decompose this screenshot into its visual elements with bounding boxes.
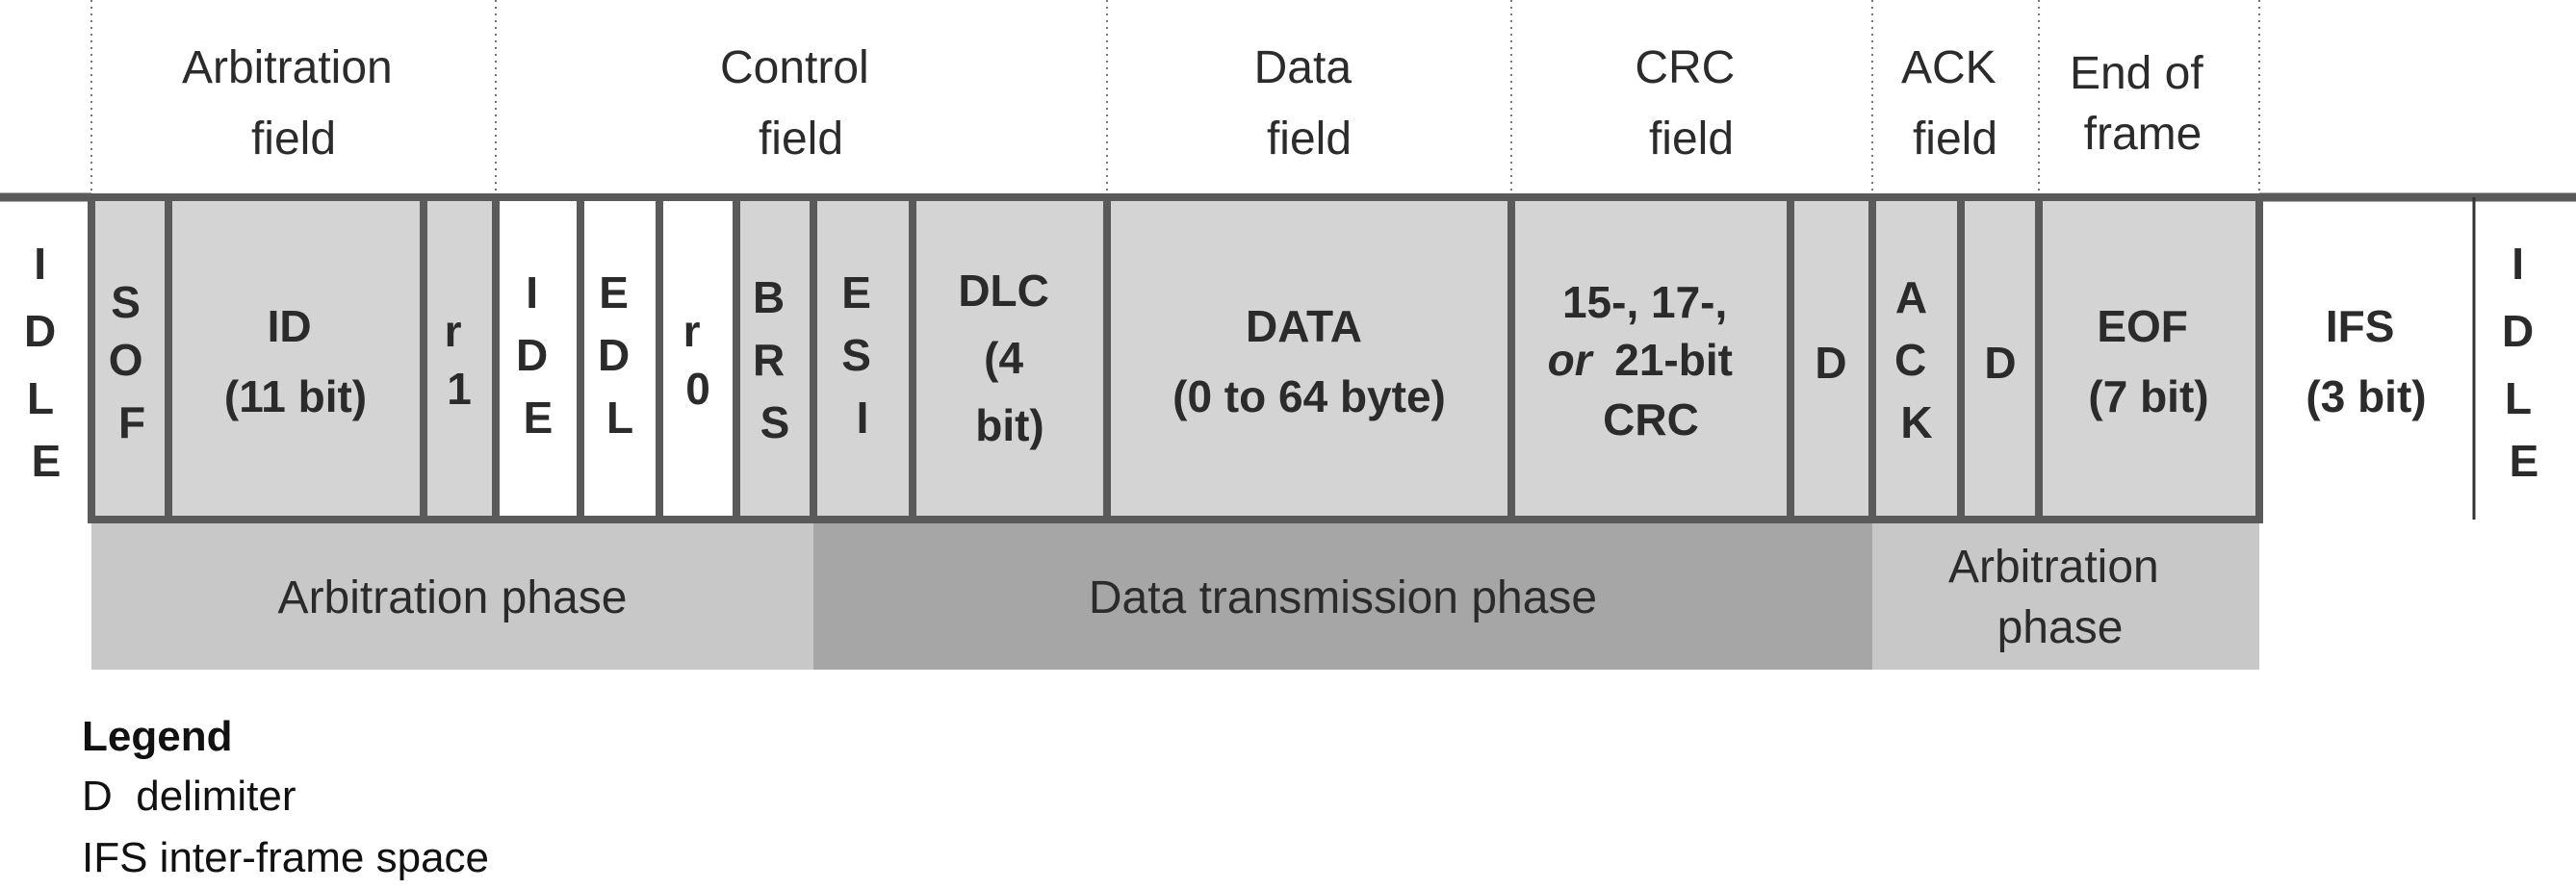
arbitration-phase-band-2: [1872, 523, 2259, 670]
data-label: DATA (0 to 64 byte): [1172, 301, 1446, 421]
arbitration-phase-label-1: Arbitration phase: [278, 572, 628, 623]
ide-label: I D E: [516, 267, 560, 443]
eof-field-header: End of frame: [2070, 48, 2216, 160]
arbitration-phase-label-2: Arbitration phase: [1948, 542, 2172, 653]
legend-item-delimiter: D delimiter: [82, 773, 296, 820]
ide-cell: [492, 193, 584, 523]
arbitration-phase-band-1: [91, 523, 813, 670]
r1-cell: [420, 193, 500, 523]
frame-cells: [88, 193, 2263, 523]
arbitration-field-header: Arbitration field: [182, 42, 405, 165]
legend-title: Legend: [82, 713, 232, 760]
crc-label: 15-, 17-, or 21-bit CRC: [1548, 277, 1745, 444]
ack-label: A C K: [1894, 272, 1939, 447]
ifs-label: IFS (3 bit): [2306, 301, 2426, 421]
idle-left-label: I D L E: [24, 239, 68, 486]
dlc-cell: [909, 193, 1111, 523]
r0-label: r 0: [683, 306, 713, 414]
crc-cell: [1507, 193, 1794, 523]
r1-label: r 1: [445, 306, 475, 414]
idle-right-label: I D L E: [2502, 239, 2546, 486]
dlc-label: DLC (4 bit): [958, 266, 1061, 450]
id-label: ID (11 bit): [224, 301, 367, 421]
esi-cell: [810, 193, 916, 523]
eof-label: EOF (7 bit): [2088, 301, 2208, 421]
eof-cell: [2035, 193, 2263, 523]
data-transmission-phase-band: [813, 523, 1872, 670]
control-field-header: Control field: [720, 42, 882, 165]
r0-cell: [656, 193, 740, 523]
sof-label: S O F: [109, 277, 156, 447]
ack-delimiter-cell: [1957, 193, 2043, 523]
header-separators: [90, 0, 2260, 197]
legend-item-ifs: IFS inter-frame space: [82, 834, 489, 881]
edl-label: E D L: [598, 267, 642, 443]
ack-delimiter-label: D: [1984, 338, 2016, 388]
crc-delimiter-label: D: [1815, 338, 1846, 388]
ack-field-header: ACK field: [1901, 42, 2009, 165]
brs-cell: [733, 193, 817, 523]
crc-delimiter-cell: [1787, 193, 1876, 523]
crc-field-header: CRC field: [1635, 42, 1747, 165]
data-cell: [1103, 193, 1515, 523]
data-field-header: Data field: [1254, 42, 1365, 165]
id-cell: [165, 193, 427, 523]
brs-label: B R S: [753, 272, 797, 447]
esi-label: E S I: [841, 267, 883, 443]
data-transmission-phase-label: Data transmission phase: [1089, 572, 1597, 623]
